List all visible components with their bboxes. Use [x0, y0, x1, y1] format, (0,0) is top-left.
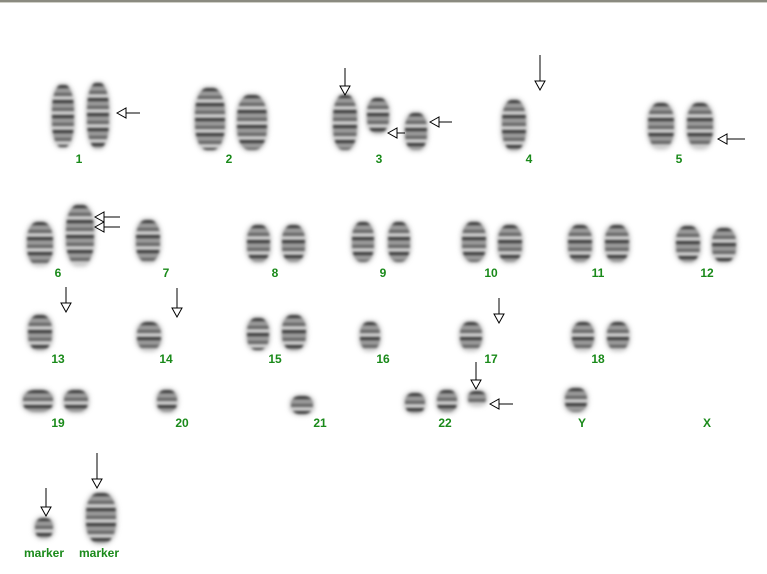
label-chromosome-13: 13: [51, 352, 65, 366]
arrow-icon: [93, 221, 120, 233]
chromosome-18: [607, 322, 629, 350]
chromosome-15: [282, 315, 306, 350]
label-chromosome-2: 2: [225, 152, 233, 166]
chromosome-9: [388, 222, 410, 262]
chromosome-6: [27, 222, 53, 265]
chromosome-12: [712, 228, 736, 262]
arrow-icon: [60, 287, 72, 314]
chromosome-1: [52, 85, 74, 147]
label-chromosome-7: 7: [162, 266, 170, 280]
label-chromosome-9: 9: [379, 266, 387, 280]
arrow-icon: [428, 116, 452, 128]
label-chromosome-8: 8: [271, 266, 279, 280]
arrow-icon: [339, 68, 351, 97]
label-chromosome-1: 1: [75, 152, 83, 166]
chromosome-8: [282, 225, 305, 262]
arrow-icon: [386, 127, 405, 139]
chromosome-3: [367, 98, 389, 133]
label-marker-1: marker: [23, 546, 65, 560]
label-chromosome-20: 20: [175, 416, 189, 430]
label-chromosome-18: 18: [591, 352, 605, 366]
window-top-border: [0, 0, 767, 3]
chromosome-21: [291, 396, 313, 414]
chromosome-1: [87, 83, 109, 148]
arrow-icon: [488, 398, 513, 410]
label-chromosome-4: 4: [525, 152, 533, 166]
chromosome-2: [237, 95, 267, 150]
chromosome-18: [572, 322, 594, 350]
chromosome-20: [157, 390, 177, 412]
label-chromosome-17: 17: [484, 352, 498, 366]
chromosome-14: [137, 322, 161, 350]
chromosome-5: [687, 103, 713, 148]
label-marker-2: marker: [78, 546, 120, 560]
chromosome-marker: [86, 493, 116, 543]
chromosome-10: [498, 225, 522, 262]
arrow-icon: [493, 298, 505, 325]
arrow-icon: [115, 107, 140, 119]
chromosome-2: [195, 88, 225, 150]
label-chromosome-15: 15: [268, 352, 282, 366]
chromosome-15: [247, 318, 269, 350]
chromosome-17: [460, 322, 482, 350]
chromosome-19: [23, 390, 53, 412]
chromosome-11: [605, 225, 629, 262]
chromosome-13: [28, 315, 52, 350]
arrow-icon: [91, 453, 103, 490]
chromosome-7: [136, 220, 160, 262]
arrow-icon: [470, 362, 482, 391]
label-chromosome-21: 21: [313, 416, 327, 430]
label-chromosome-12: 12: [700, 266, 714, 280]
label-chromosome-x: X: [702, 416, 712, 430]
arrow-icon: [40, 488, 52, 518]
label-chromosome-16: 16: [376, 352, 390, 366]
chromosome-9: [352, 222, 374, 262]
arrow-icon: [171, 288, 183, 319]
arrow-icon: [716, 133, 745, 145]
chromosome-11: [568, 225, 592, 262]
chromosome-19: [64, 390, 88, 412]
chromosome-6: [66, 205, 94, 265]
label-chromosome-14: 14: [159, 352, 173, 366]
chromosome-4: [502, 100, 526, 150]
label-chromosome-22: 22: [438, 416, 452, 430]
chromosome-y: [565, 388, 587, 412]
label-chromosome-5: 5: [675, 152, 683, 166]
chromosome-22: [405, 393, 425, 413]
chromosome-22: [437, 390, 457, 412]
label-chromosome-y: Y: [577, 416, 587, 430]
chromosome-16: [360, 322, 380, 350]
arrow-icon: [93, 211, 120, 223]
arrow-icon: [534, 55, 546, 92]
chromosome-22: [468, 391, 486, 405]
label-chromosome-3: 3: [375, 152, 383, 166]
chromosome-12: [676, 226, 700, 262]
label-chromosome-10: 10: [484, 266, 498, 280]
chromosome-5: [648, 103, 674, 148]
chromosome-3: [333, 95, 357, 150]
chromosome-10: [462, 222, 486, 262]
label-chromosome-19: 19: [51, 416, 65, 430]
label-chromosome-6: 6: [54, 266, 62, 280]
chromosome-marker: [35, 518, 53, 538]
label-chromosome-11: 11: [591, 266, 605, 280]
chromosome-3: [405, 113, 427, 150]
chromosome-8: [247, 225, 270, 262]
